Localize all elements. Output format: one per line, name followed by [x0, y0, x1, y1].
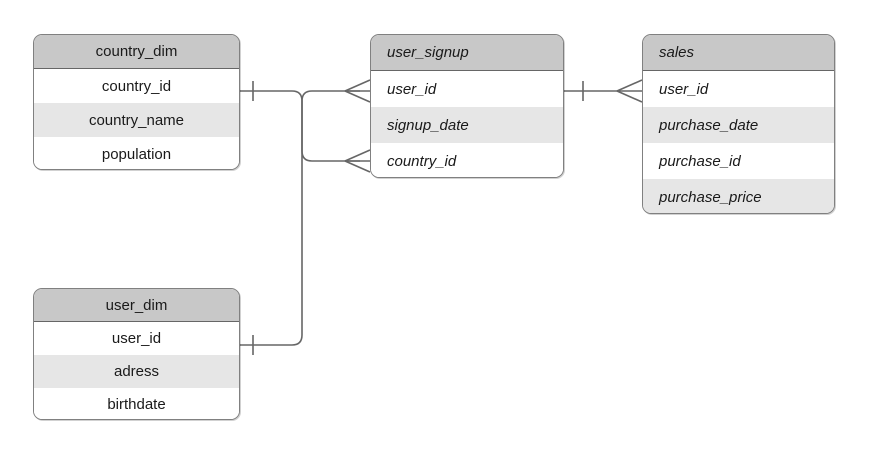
entity-country_dim-field-country_name: country_name	[34, 103, 239, 137]
entity-user_dim-field-user_id: user_id	[34, 322, 239, 355]
entity-user_signup-title: user_signup	[371, 35, 563, 71]
entity-sales-field-user_id: user_id	[643, 71, 834, 107]
entity-user_signup-field-user_id: user_id	[371, 71, 563, 107]
entity-country_dim-title: country_dim	[34, 35, 239, 69]
cardinality-many-user_signup-country_id	[344, 149, 371, 173]
cardinality-many-user_signup-user_id	[344, 79, 371, 103]
entity-sales[interactable]: sales user_id purchase_date purchase_id …	[642, 34, 835, 214]
entity-sales-field-purchase_price: purchase_price	[643, 179, 834, 213]
entity-user_dim-field-adress: adress	[34, 355, 239, 388]
entity-sales-title: sales	[643, 35, 834, 71]
entity-country_dim[interactable]: country_dim country_id country_name popu…	[33, 34, 240, 170]
entity-country_dim-field-country_id: country_id	[34, 69, 239, 103]
entity-sales-field-purchase_id: purchase_id	[643, 143, 834, 179]
entity-user_dim-title: user_dim	[34, 289, 239, 322]
entity-sales-field-purchase_date: purchase_date	[643, 107, 834, 143]
entity-user_signup[interactable]: user_signup user_id signup_date country_…	[370, 34, 564, 178]
cardinality-many-sales-user_id	[616, 79, 643, 103]
entity-country_dim-field-population: population	[34, 137, 239, 169]
entity-user_dim-field-birthdate: birthdate	[34, 388, 239, 419]
entity-user_signup-field-signup_date: signup_date	[371, 107, 563, 143]
entity-user_dim[interactable]: user_dim user_id adress birthdate	[33, 288, 240, 420]
entity-user_signup-field-country_id: country_id	[371, 143, 563, 177]
connector-user_dim-user_signup	[240, 90, 360, 346]
connector-country_dim-user_signup	[240, 90, 360, 162]
